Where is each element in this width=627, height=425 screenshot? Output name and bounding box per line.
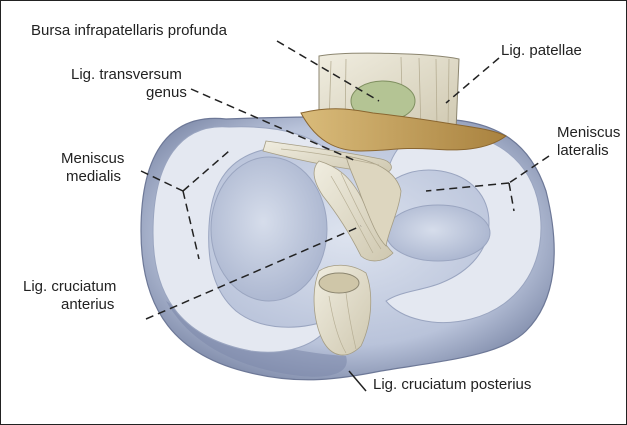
label-lig-cruciatum-anterius-line1: Lig. cruciatum (23, 278, 116, 295)
label-bursa-infrapatellaris-profunda: Bursa infrapatellaris profunda (31, 22, 228, 39)
lateral-articular-surface (386, 205, 490, 261)
medial-articular-surface (211, 157, 327, 301)
label-lig-cruciatum-anterius-line2: anterius (61, 296, 114, 313)
label-lig-patellae: Lig. patellae (501, 42, 582, 59)
label-lig-cruciatum-posterius: Lig. cruciatum posterius (373, 376, 531, 393)
label-meniscus-medialis-line2: medialis (66, 168, 121, 185)
label-meniscus-lateralis-line2: lateralis (557, 142, 609, 159)
label-meniscus-medialis-line1: Meniscus (61, 150, 124, 167)
label-meniscus-lateralis-line1: Meniscus (557, 124, 620, 141)
label-lig-transversum-line1: Lig. transversum (71, 66, 182, 83)
label-lig-transversum-line2: genus (146, 84, 187, 101)
pcl-cut-end (319, 273, 359, 293)
